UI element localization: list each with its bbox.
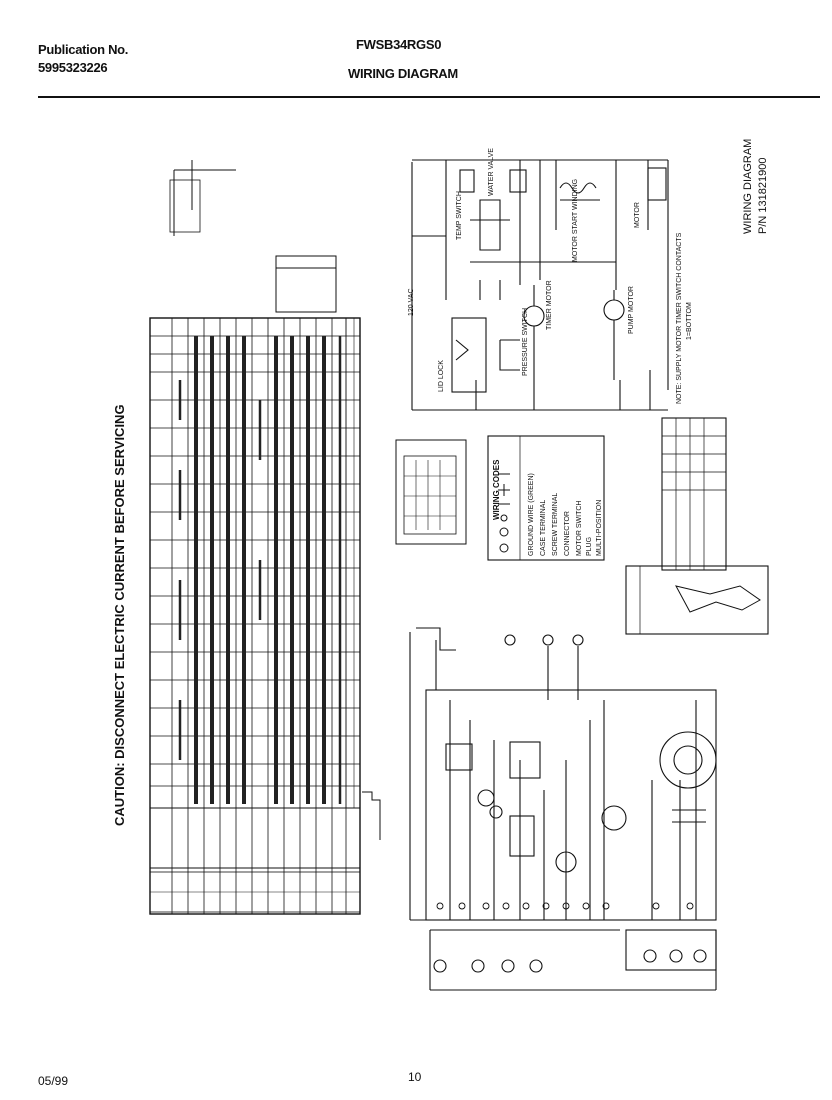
- connector-detail: [395, 439, 467, 545]
- wiring-codes-legend: [487, 435, 605, 561]
- schematic-note: NOTE: SUPPLY MOTOR TIMER SWITCH CONTACTS: [676, 232, 683, 404]
- wiring-code-item: MULTI-POSITION: [596, 499, 603, 556]
- publication-label: Publication No.: [38, 42, 129, 57]
- pressure-switch-label: PRESSURE SWITCH: [522, 307, 529, 376]
- model-number: FWSB34RGS0: [356, 37, 442, 52]
- switch-logic-table: [661, 417, 727, 571]
- schematic-note-2: 1=BOTTOM: [686, 302, 693, 340]
- schematic-part-number: P/N 131821900: [757, 157, 769, 234]
- wiring-code-item: GROUND WIRE (GREEN): [528, 473, 535, 556]
- page-number: 10: [408, 1070, 422, 1084]
- wiring-code-item: MOTOR SWITCH: [576, 500, 583, 556]
- temp-switch-label: TEMP SWITCH: [456, 191, 463, 240]
- timer-motor-label: TIMER MOTOR: [546, 280, 553, 330]
- header-divider: [38, 96, 820, 98]
- pictorial-wiring: [409, 627, 717, 991]
- wiring-code-item: CONNECTOR: [564, 511, 571, 556]
- timer-sequence-chart: [149, 255, 381, 915]
- wiring-code-item: SCREW TERMINAL: [552, 492, 559, 556]
- motor-start-winding-label: MOTOR START WINDING: [572, 178, 579, 262]
- wiring-codes-title: WIRING CODES: [492, 459, 501, 520]
- motor-label: MOTOR: [634, 202, 641, 228]
- publication-number: 5995323226: [38, 60, 108, 75]
- wiring-code-item: PLUG: [586, 536, 593, 556]
- lid-lock-label: LID LOCK: [438, 360, 445, 392]
- page-title: WIRING DIAGRAM: [348, 66, 458, 81]
- motor-detail: [625, 565, 769, 635]
- footer-date: 05/99: [38, 1074, 69, 1088]
- schematic-title: WIRING DIAGRAM: [742, 138, 754, 234]
- pump-motor-label: PUMP MOTOR: [628, 286, 635, 334]
- ladder-schematic: [411, 159, 669, 411]
- water-valve-label: WATER VALVE: [488, 148, 495, 196]
- voltage-label: 120 VAC: [408, 288, 415, 317]
- wiring-code-item: CASE TERMINAL: [540, 499, 547, 556]
